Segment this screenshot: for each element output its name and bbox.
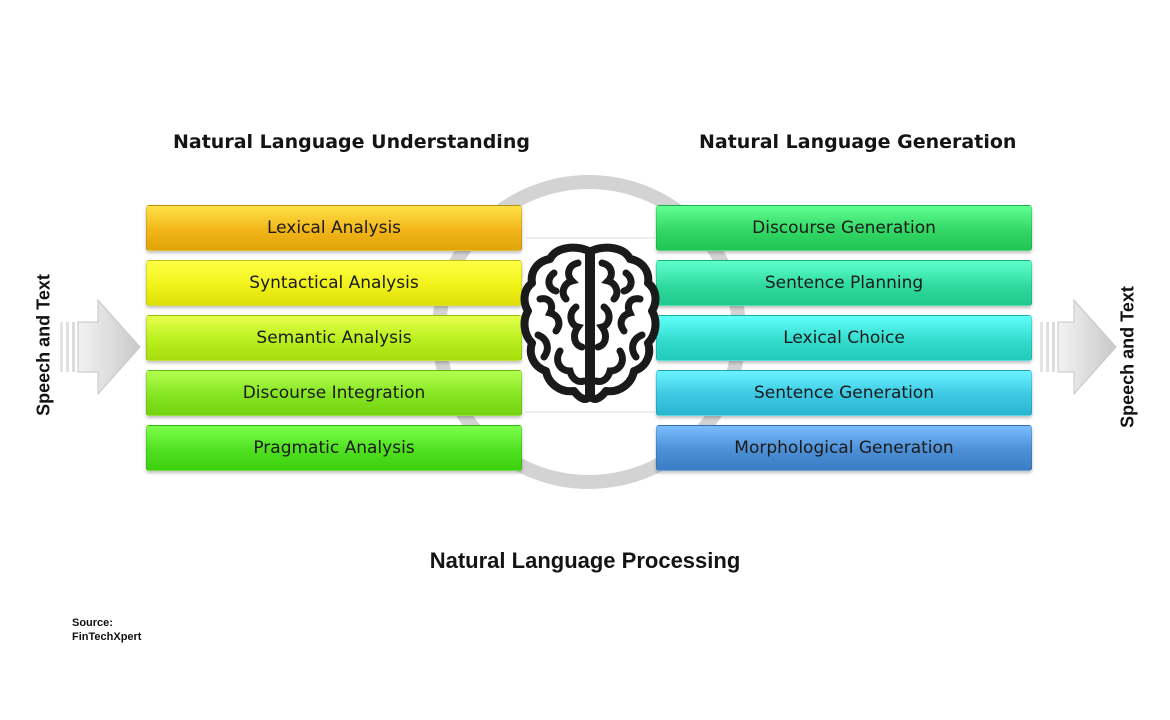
step-box: Semantic Analysis (146, 315, 522, 361)
arrow-right-icon (1040, 298, 1117, 396)
step-box: Syntactical Analysis (146, 260, 522, 306)
step-box: Morphological Generation (656, 425, 1032, 471)
step-label: Morphological Generation (734, 438, 954, 458)
step-box: Discourse Integration (146, 370, 522, 416)
understanding-heading: Natural Language Understanding (173, 131, 530, 153)
brain-icon (520, 243, 660, 403)
step-box: Sentence Planning (656, 260, 1032, 306)
input-label: Speech and Text (33, 274, 54, 416)
diagram-title: Natural Language Processing (429, 548, 741, 573)
step-label: Lexical Choice (783, 328, 905, 348)
output-label: Speech and Text (1117, 286, 1138, 428)
step-label: Lexical Analysis (266, 218, 402, 238)
source-note: Source: FinTechXpert (72, 616, 141, 644)
arrow-right-icon (60, 298, 141, 396)
step-label: Semantic Analysis (256, 328, 412, 348)
source-name: FinTechXpert (72, 631, 142, 643)
connector-lines (525, 237, 655, 413)
step-box: Sentence Generation (656, 370, 1032, 416)
step-box: Discourse Generation (656, 205, 1032, 251)
step-label: Sentence Generation (754, 383, 934, 403)
step-label: Discourse Generation (752, 218, 936, 238)
step-box: Pragmatic Analysis (146, 425, 522, 471)
step-label: Discourse Integration (242, 383, 426, 403)
step-label: Syntactical Analysis (249, 273, 419, 293)
source-label: Source: (72, 617, 113, 629)
step-label: Sentence Planning (764, 273, 924, 293)
step-box: Lexical Choice (656, 315, 1032, 361)
step-box: Lexical Analysis (146, 205, 522, 251)
generation-heading: Natural Language Generation (699, 131, 1017, 153)
step-label: Pragmatic Analysis (253, 438, 415, 458)
